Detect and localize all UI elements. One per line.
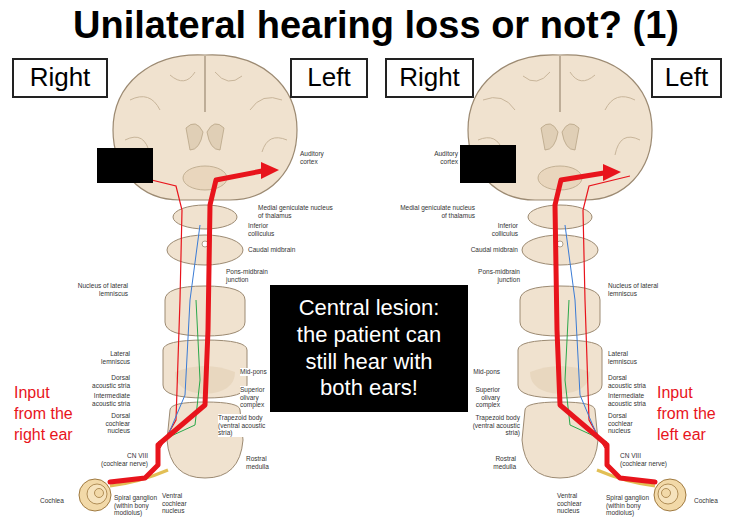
label-box: Left [651,58,722,98]
anatomy-label: Caudal midbrain [248,246,298,254]
anatomy-label: Rostral medulla [246,455,276,470]
anatomy-label: Medial geniculate nucleus of thalamus [258,204,338,219]
anatomy-label: Intermediate acoustic stria [86,392,130,407]
anatomy-label: Nucleus of lateral lemniscus [60,282,128,297]
anatomy-label: Ventral cochlear nucleus [557,492,603,515]
box-label: Right [30,62,91,94]
anatomy-label: Superior olivary complex [472,386,500,409]
anatomy-label: Spiral ganglion (within bony modiolus) [114,494,160,517]
input-label: Input from the left ear [657,383,723,445]
box-label: Left [665,62,708,94]
anatomy-label: Lateral lemniscus [86,350,130,365]
label-box: Right [12,58,108,98]
anatomy-label: Dorsal cochlear nucleus [86,412,130,435]
anatomy-label: Pons-midbrain junction [226,268,270,283]
anatomy-label: Lateral lemniscus [608,350,652,365]
mirrored-brain-section [468,55,686,511]
anatomy-label: Pons-midbrain junction [474,268,520,283]
arrowhead [261,162,279,179]
anatomy-label: Spiral ganglion (within bony modiolus) [606,494,652,517]
anatomy-label: Dorsal cochlear nucleus [608,412,652,435]
anatomy-label: Caudal midbrain [468,246,518,254]
anatomy-label: Mid-pons [472,368,500,376]
callout-text: Central lesion: the patient can still he… [284,295,454,402]
anatomy-label: Auditory cortex [300,150,340,165]
anatomy-label: Rostral medulla [486,455,516,470]
anatomy-label: Trapezoid body (ventral acoustic stria) [218,414,268,437]
anatomy-label: Inferior colliculus [472,222,518,237]
anatomy-label: Auditory cortex [418,150,458,165]
anatomy-label: Ventral cochlear nucleus [162,492,208,515]
anatomy-label: Mid-pons [240,368,268,376]
anatomy-label: Cochlea [40,497,70,505]
pathway-arrow [555,173,655,482]
box-label: Left [307,62,350,94]
redaction-box [460,145,516,183]
redaction-box [97,148,153,183]
anatomy-label: Dorsal acoustic stria [608,374,652,389]
anatomy-label: Superior olivary complex [240,386,268,409]
arrowhead [603,164,621,181]
label-box: Left [290,58,368,98]
label-box: Right [385,58,474,98]
anatomy-label: Nucleus of lateral lemniscus [608,282,676,297]
anatomy-label: Intermediate acoustic stria [608,392,652,407]
anatomy-label: Cochlea [694,497,724,505]
slide-title: Unilateral hearing loss or not? (1) [73,3,679,47]
anatomy-label: Trapezoid body (ventral acoustic stria) [470,414,520,437]
input-label: Input from the right ear [14,383,80,445]
anatomy-label: CN VIII (cochlear nerve) [620,452,668,467]
anatomy-label: CN VIII (cochlear nerve) [100,452,148,467]
callout-box: Central lesion: the patient can still he… [270,285,468,412]
box-label: Right [399,62,460,94]
anatomy-label: Medial geniculate nucleus of thalamus [395,204,475,219]
anatomy-label: Dorsal acoustic stria [86,374,130,389]
anatomy-label: Inferior colliculus [248,222,288,237]
